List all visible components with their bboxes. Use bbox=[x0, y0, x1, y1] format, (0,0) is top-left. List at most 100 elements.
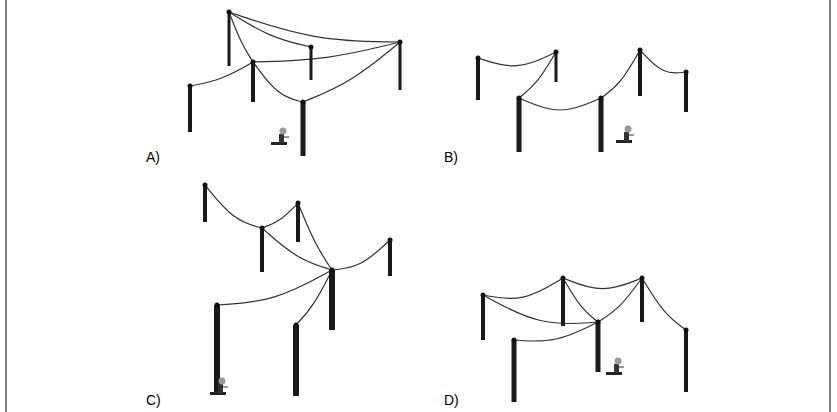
icon-arm bbox=[629, 134, 634, 136]
pole-insulator bbox=[203, 183, 208, 188]
frame-line bbox=[830, 0, 831, 412]
pole-insulator bbox=[227, 10, 232, 15]
panel-label: D) bbox=[444, 393, 459, 407]
power-wire bbox=[514, 322, 598, 341]
icon-body bbox=[279, 134, 284, 143]
icon-arm bbox=[223, 386, 228, 388]
figure-icon bbox=[271, 128, 289, 146]
pole-insulator bbox=[301, 100, 306, 105]
figure-icon bbox=[606, 358, 624, 376]
pole-insulator bbox=[638, 48, 643, 53]
power-wire bbox=[262, 203, 298, 228]
pole-insulator bbox=[561, 276, 566, 281]
icon-head bbox=[219, 378, 226, 385]
pole-insulator bbox=[599, 96, 604, 101]
power-wire bbox=[519, 52, 556, 98]
pole-insulator bbox=[398, 40, 403, 45]
pole-insulator bbox=[476, 56, 481, 61]
power-wire bbox=[332, 240, 390, 270]
power-wire bbox=[296, 270, 332, 325]
utility-pole bbox=[640, 278, 644, 322]
utility-pole bbox=[638, 50, 642, 96]
pole-insulator bbox=[296, 201, 301, 206]
utility-pole bbox=[476, 58, 480, 100]
panel-label: A) bbox=[146, 150, 160, 164]
power-wire bbox=[642, 278, 686, 330]
figure-icon bbox=[210, 378, 228, 396]
power-wire bbox=[483, 295, 598, 324]
utility-pole bbox=[684, 72, 688, 112]
utility-pole bbox=[228, 12, 231, 66]
pole-insulator bbox=[554, 50, 559, 55]
utility-pole bbox=[260, 228, 264, 272]
icon-body bbox=[614, 364, 619, 373]
utility-pole bbox=[388, 240, 392, 276]
utility-pole bbox=[481, 295, 485, 340]
pole-panel bbox=[188, 10, 403, 157]
power-wire bbox=[303, 42, 400, 102]
utility-pole bbox=[301, 102, 306, 156]
icon-arm bbox=[619, 366, 624, 368]
pole-panel bbox=[476, 48, 689, 153]
power-wire bbox=[598, 278, 642, 322]
pole-insulator bbox=[188, 84, 193, 89]
panel-label: C) bbox=[146, 393, 161, 407]
utility-pole bbox=[555, 52, 558, 82]
utility-pole bbox=[188, 86, 192, 132]
power-wire bbox=[298, 203, 332, 270]
power-wire bbox=[253, 62, 303, 102]
utility-pole bbox=[214, 305, 220, 392]
pole-insulator bbox=[330, 268, 335, 273]
icon-arm bbox=[284, 136, 289, 138]
utility-pole bbox=[517, 98, 522, 152]
utility-pole bbox=[251, 62, 255, 102]
pole-insulator bbox=[294, 323, 299, 328]
icon-body bbox=[624, 132, 629, 141]
utility-pole bbox=[399, 42, 402, 90]
pole-insulator bbox=[517, 96, 522, 101]
power-wire bbox=[205, 185, 262, 228]
pole-insulator bbox=[309, 45, 314, 50]
pole-insulator bbox=[251, 60, 256, 65]
utility-pole bbox=[599, 98, 604, 152]
pole-panel bbox=[203, 183, 393, 397]
power-wire bbox=[229, 12, 253, 62]
power-wire bbox=[519, 98, 601, 110]
utility-pole bbox=[596, 322, 601, 372]
pole-insulator bbox=[481, 293, 486, 298]
utility-pole bbox=[684, 330, 688, 392]
icon-body bbox=[218, 384, 223, 393]
power-wire bbox=[253, 42, 400, 62]
utility-pole bbox=[310, 47, 313, 80]
utility-pole bbox=[293, 325, 299, 396]
utility-pole bbox=[203, 185, 207, 222]
icon-head bbox=[615, 358, 622, 365]
power-wire bbox=[563, 278, 598, 322]
utility-pole bbox=[296, 203, 300, 242]
pole-insulator bbox=[596, 320, 601, 325]
frame-line bbox=[6, 0, 7, 412]
pole-insulator bbox=[260, 226, 265, 231]
power-wire bbox=[640, 50, 686, 73]
pole-panel bbox=[481, 276, 689, 403]
power-wire bbox=[190, 62, 253, 86]
pole-insulator bbox=[684, 70, 689, 75]
pole-insulator bbox=[684, 328, 689, 333]
figure-icon bbox=[616, 126, 634, 144]
power-wire bbox=[478, 52, 556, 66]
power-wire bbox=[563, 278, 642, 289]
power-wire bbox=[601, 50, 640, 98]
icon-head bbox=[280, 128, 287, 135]
power-wire bbox=[217, 270, 332, 305]
icon-head bbox=[625, 126, 632, 133]
utility-pole bbox=[561, 278, 565, 326]
pole-insulator bbox=[388, 238, 393, 243]
pole-insulator bbox=[512, 338, 517, 343]
pole-insulator bbox=[640, 276, 645, 281]
pole-insulator bbox=[215, 303, 220, 308]
power-wire bbox=[483, 278, 563, 298]
utility-pole bbox=[512, 340, 517, 402]
utility-pole bbox=[329, 270, 335, 330]
